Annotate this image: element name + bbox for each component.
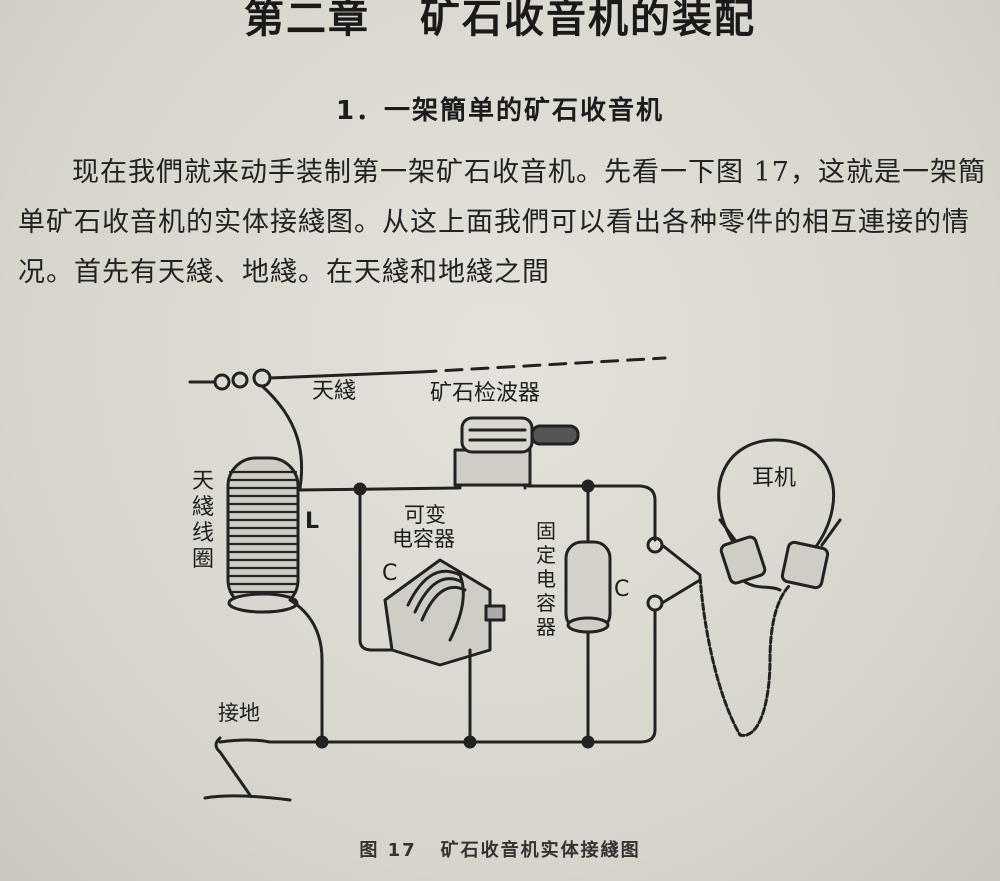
chapter-title: 第二章 矿石收音机的装配 — [0, 0, 1000, 44]
earphone-left — [719, 535, 767, 585]
figure-caption-text: 矿石收音机实体接綫图 — [440, 840, 641, 861]
label-coil-symbol: L — [305, 509, 319, 534]
figure-caption: 图 17 矿石收音机实体接綫图 — [0, 836, 1000, 862]
label-coil-1: 天 — [192, 469, 214, 494]
label-fixed-cap-2: 定 — [536, 543, 556, 567]
label-fixed-cap-1: 固 — [536, 519, 556, 543]
earphone-cord — [698, 575, 792, 737]
ground-rod — [214, 736, 252, 797]
antenna-insulator — [213, 373, 231, 391]
crystal-radio-wiring-diagram: 天綫 矿石检波器 天 綫 线 圈 L 可变 电容器 C 固 定 电 容 器 C … — [188, 356, 842, 802]
section-title: 1．一架簡单的矿石收音机 — [335, 96, 665, 126]
antenna-lead — [260, 384, 304, 490]
label-fixed-cap-3: 电 — [536, 567, 556, 591]
chapter-name: 矿石收音机的装配 — [420, 0, 756, 42]
label-fixed-cap-4: 容 — [536, 591, 556, 615]
label-coil-3: 线 — [192, 521, 214, 546]
antenna-insulator — [231, 371, 249, 389]
label-ground: 接地 — [218, 701, 260, 725]
earphone-terminal — [646, 594, 664, 612]
label-coil-2: 綫 — [192, 495, 214, 520]
variable-capacitor-lead — [358, 487, 394, 652]
antenna-terminal — [252, 368, 272, 388]
top-bus-wire — [296, 486, 460, 492]
antenna-wire-dashed — [418, 356, 667, 374]
label-earphone: 耳机 — [752, 466, 796, 491]
ground-wire — [218, 738, 642, 744]
earphone-headband — [717, 438, 836, 550]
body-paragraph: 现在我們就来动手装制第一架矿石收音机。先看一下图 17，这就是一架簡单矿石收音机… — [18, 157, 986, 288]
label-var-cap-2: 电容器 — [392, 527, 455, 551]
figure-number: 图 17 — [359, 840, 417, 861]
antenna-wire — [268, 370, 422, 380]
detector-base — [453, 448, 532, 487]
top-bus-wire — [526, 484, 657, 542]
label-var-cap-symbol: C — [382, 561, 397, 586]
label-antenna: 天綫 — [312, 379, 356, 404]
detector-body — [460, 416, 534, 454]
coil-bottom-lead — [288, 598, 324, 744]
label-coil-4: 圈 — [192, 547, 214, 572]
label-detector: 矿石检波器 — [430, 381, 540, 406]
label-var-cap-1: 可变 — [404, 503, 446, 527]
junction — [315, 735, 329, 749]
chapter-number: 第二章 — [244, 0, 370, 42]
earphone-right — [780, 540, 830, 590]
variable-capacitor-body — [383, 558, 492, 667]
junction — [463, 735, 477, 749]
ground-surface — [203, 794, 292, 802]
label-fixed-cap-symbol: C — [614, 577, 629, 602]
label-fixed-cap-5: 器 — [536, 615, 556, 639]
junction — [581, 735, 595, 749]
